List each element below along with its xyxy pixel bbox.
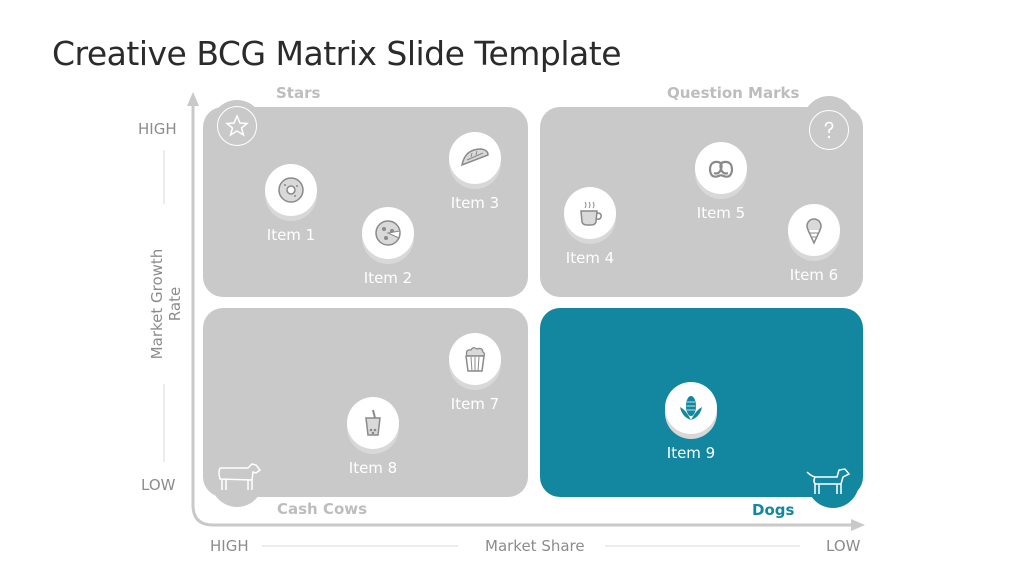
item-6: Item 6 (759, 204, 869, 284)
item-1: Item 1 (236, 164, 346, 244)
quadrant-question-marks-label: Question Marks (667, 84, 800, 102)
item-label: Item 6 (789, 266, 839, 284)
item-8: Item 8 (318, 397, 428, 477)
taco-icon (449, 132, 501, 184)
item-label: Item 7 (450, 395, 500, 413)
x-axis-high-label: HIGH (210, 537, 249, 555)
star-icon (217, 106, 257, 146)
item-2: Item 2 (333, 207, 443, 287)
pizza-icon (362, 207, 414, 259)
item-label: Item 1 (266, 226, 316, 244)
item-label: Item 2 (363, 269, 413, 287)
item-label: Item 9 (666, 444, 716, 462)
ice-cream-icon (788, 204, 840, 256)
cow-icon (216, 460, 262, 492)
y-axis-title: Market Growth Rate (148, 248, 184, 360)
y-axis-high-label: HIGH (138, 120, 177, 138)
quadrant-cash-cows-corner (211, 455, 263, 507)
item-3: Item 3 (420, 132, 530, 212)
quadrant-stars-label: Stars (276, 84, 321, 102)
pretzel-icon (695, 142, 747, 194)
item-label: Item 3 (450, 194, 500, 212)
item-7: Item 7 (420, 333, 530, 413)
bubble-tea-icon (347, 397, 399, 449)
donut-icon (265, 164, 317, 216)
question-icon (809, 110, 849, 150)
quadrant-dogs-corner (807, 456, 859, 508)
item-label: Item 4 (565, 249, 615, 267)
item-5: Item 5 (666, 142, 776, 222)
x-axis-low-label: LOW (826, 537, 861, 555)
coffee-icon (564, 187, 616, 239)
quadrant-dogs-label: Dogs (752, 501, 795, 519)
y-axis-low-label: LOW (141, 476, 176, 494)
item-label: Item 5 (696, 204, 746, 222)
x-axis-title: Market Share (485, 537, 585, 555)
item-9: Item 9 (636, 382, 746, 462)
popcorn-icon (449, 333, 501, 385)
dog-icon (803, 466, 851, 496)
quadrant-cash-cows-label: Cash Cows (277, 500, 368, 518)
item-label: Item 8 (348, 459, 398, 477)
item-4: Item 4 (535, 187, 645, 267)
slide-title: Creative BCG Matrix Slide Template (52, 34, 622, 73)
corn-icon (665, 382, 717, 434)
